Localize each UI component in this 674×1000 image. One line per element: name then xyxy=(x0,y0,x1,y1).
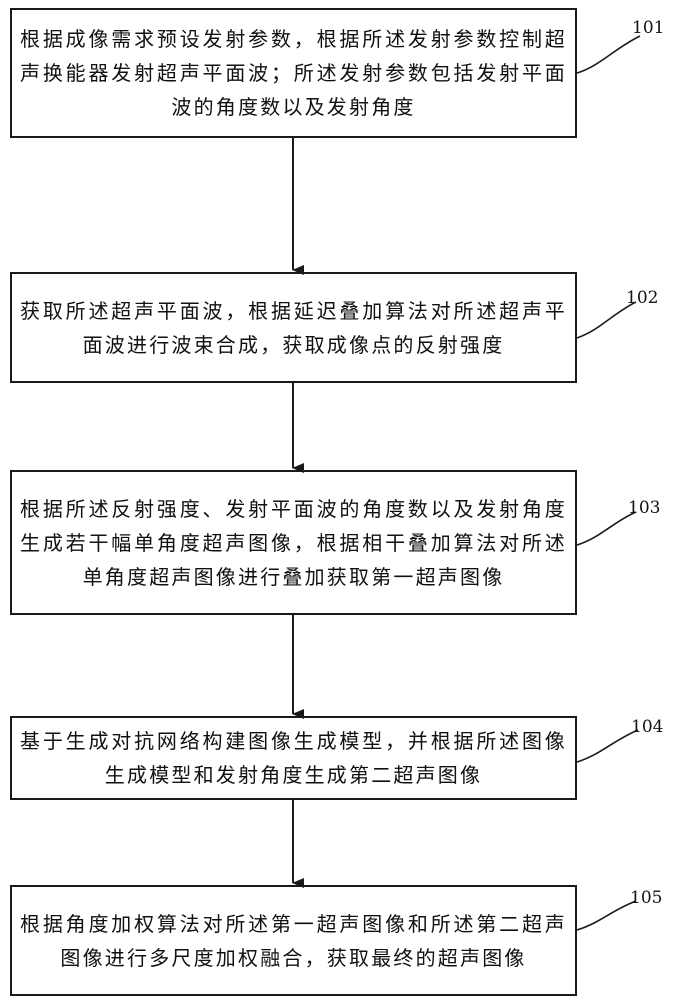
step-box-101: 根据成像需求预设发射参数，根据所述发射参数控制超声换能器发射超声平面波；所述发射… xyxy=(10,8,577,138)
leader-line-104 xyxy=(576,729,639,763)
step-text-102: 获取所述超声平面波，根据延迟叠加算法对所述超声平面波进行波束合成，获取成像点的反… xyxy=(20,298,567,357)
step-label-104: 104 xyxy=(631,717,664,737)
leader-line-103 xyxy=(576,511,637,546)
leader-line-105 xyxy=(576,900,637,931)
step-text-103: 根据所述反射强度、发射平面波的角度数以及发射角度生成若干幅单角度超声图像，根据相… xyxy=(20,496,567,589)
leader-line-101 xyxy=(576,35,641,74)
step-label-105: 105 xyxy=(630,888,663,908)
step-text-105: 根据角度加权算法对所述第一超声图像和所述第二超声图像进行多尺度加权融合，获取最终… xyxy=(20,911,567,970)
step-label-101: 101 xyxy=(632,18,665,38)
leader-line-102 xyxy=(576,301,637,339)
step-box-103: 根据所述反射强度、发射平面波的角度数以及发射角度生成若干幅单角度超声图像，根据相… xyxy=(10,470,577,615)
step-label-102: 102 xyxy=(626,288,659,308)
step-label-103: 103 xyxy=(628,498,661,518)
step-box-104: 基于生成对抗网络构建图像生成模型，并根据所述图像生成模型和发射角度生成第二超声图… xyxy=(10,716,577,800)
step-text-101: 根据成像需求预设发射参数，根据所述发射参数控制超声换能器发射超声平面波；所述发射… xyxy=(20,27,567,119)
step-text-104: 基于生成对抗网络构建图像生成模型，并根据所述图像生成模型和发射角度生成第二超声图… xyxy=(20,729,567,787)
